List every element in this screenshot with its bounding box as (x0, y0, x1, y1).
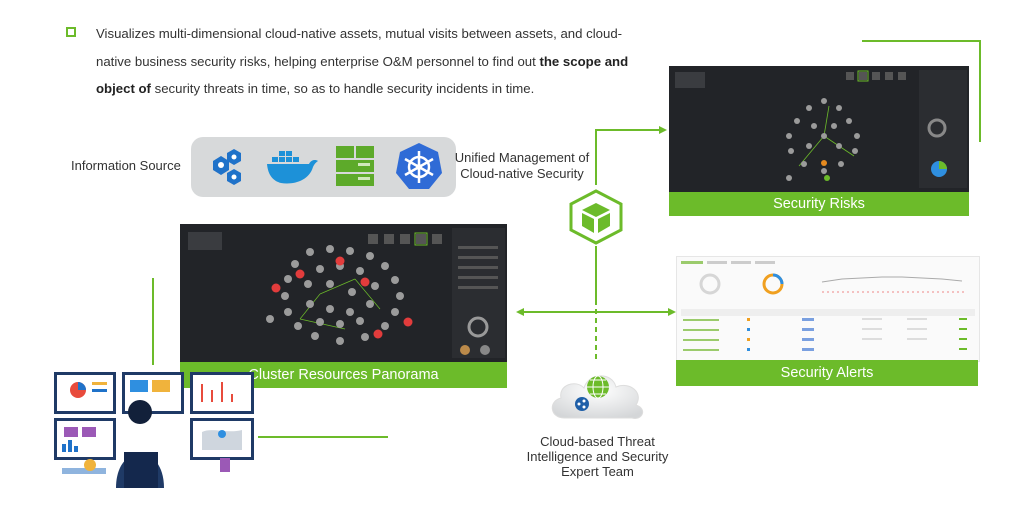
unified-line2: Cloud-native Security (460, 166, 584, 181)
kubernetes-pods-icon (213, 149, 241, 185)
kubernetes-helm-icon (396, 143, 442, 189)
cluster-graph-thumbnail (188, 228, 505, 358)
intro-part1: Visualizes multi-dimensional cloud-nativ… (96, 26, 623, 69)
server-stack-icon (336, 146, 374, 186)
cloud-line2: Intelligence and Security (526, 449, 669, 464)
intro-bold: the scope and object of (96, 53, 629, 97)
information-source-label: Information Source (71, 158, 181, 173)
cloud-intelligence-label: Cloud-based Threat Intelligence and Secu… (510, 434, 685, 479)
security-alerts-caption: Security Alerts (676, 360, 978, 386)
bullet-square-icon (66, 27, 76, 37)
risk-graph-thumbnail (675, 70, 967, 188)
docker-whale-icon (267, 151, 318, 184)
security-risks-screenshot (669, 66, 969, 192)
cluster-panorama-screenshot (180, 224, 507, 362)
security-alerts-screenshot (676, 256, 980, 362)
intro-part2: security threats in time, so as to handl… (150, 81, 535, 96)
cloud-globe-icon (551, 375, 644, 419)
information-source-box (191, 137, 456, 197)
operator-workstation-icon (54, 372, 254, 488)
cloud-line1: Cloud-based Threat (540, 434, 655, 449)
unified-line1: Unified Management of (454, 150, 590, 165)
security-risks-caption: Security Risks (669, 192, 969, 216)
unified-management-label: Unified Management of Cloud-native Secur… (452, 150, 592, 182)
intro-paragraph: Visualizes multi-dimensional cloud-nativ… (96, 20, 641, 103)
alerts-dashboard-thumbnail (681, 261, 975, 351)
hexagon-cube-icon (569, 189, 623, 245)
cloud-line3: Expert Team (561, 464, 634, 479)
